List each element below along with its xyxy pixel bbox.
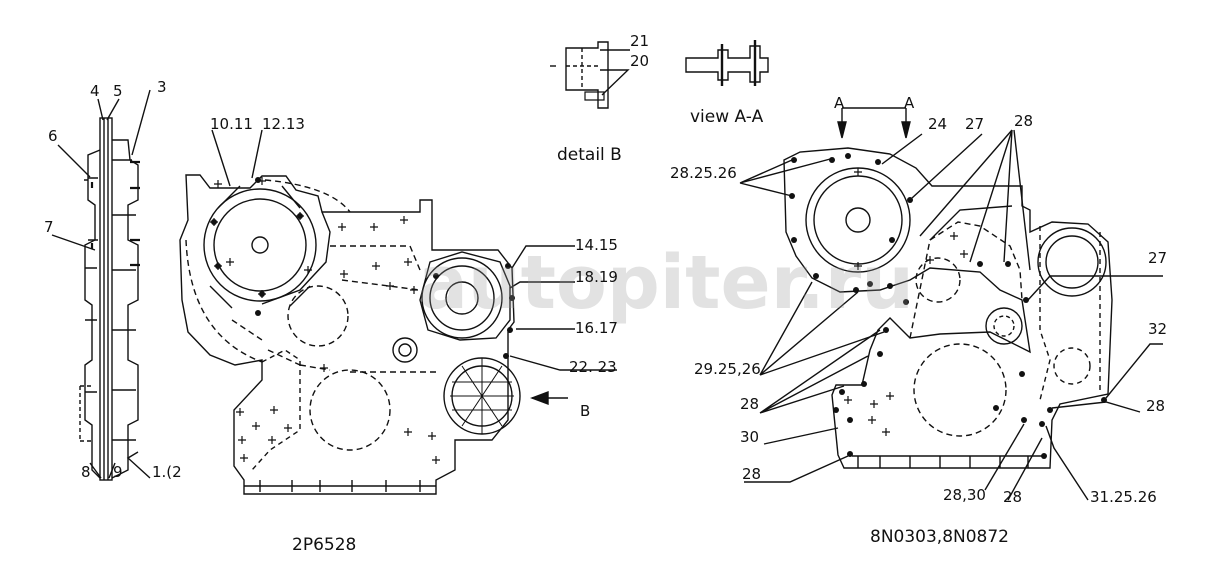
front-cover-drawing (179, 129, 617, 495)
rear-cover-drawing (739, 107, 1163, 501)
callout-7: 7 (44, 218, 54, 236)
callout-22-23: 22. 23 (569, 358, 617, 376)
callout-3: 3 (157, 78, 167, 96)
callout-9: 9 (113, 463, 123, 481)
detail-b-caption: detail B (557, 145, 622, 165)
callout-28-top: 28 (1014, 112, 1034, 130)
callout-14-15: 14.15 (575, 236, 618, 254)
part-number-2p6528: 2P6528 (292, 535, 357, 555)
callout-28-30: 28,30 (943, 486, 986, 504)
callout-4: 4 (90, 82, 100, 100)
callout-5: 5 (113, 82, 123, 100)
side-view-drawing (51, 89, 151, 481)
view-aa-drawing (685, 40, 769, 86)
callout-21: 21 (630, 32, 650, 50)
detail-b-drawing (550, 41, 630, 109)
callout-16-17: 16.17 (575, 319, 618, 337)
callout-30: 30 (740, 428, 760, 446)
callout-18-19: 18.19 (575, 268, 618, 286)
callout-20: 20 (630, 52, 650, 70)
callout-12-13: 12.13 (262, 115, 305, 133)
callout-28-25-26: 28.25.26 (670, 164, 737, 182)
callout-28-mid-left: 28 (740, 395, 760, 413)
callout-24: 24 (928, 115, 948, 133)
callout-1-2: 1.(2 (152, 463, 182, 481)
callout-6: 6 (48, 127, 58, 145)
callout-27-right: 27 (1148, 249, 1168, 267)
callout-10-11: 10.11 (210, 115, 253, 133)
section-mark-a-right: A (904, 94, 915, 112)
callout-8: 8 (81, 463, 91, 481)
view-arrow-b: B (580, 402, 591, 420)
callout-28-bottom: 28 (1003, 488, 1023, 506)
part-number-8n0303-8n0872: 8N0303,8N0872 (870, 527, 1009, 547)
view-aa-caption: view A-A (690, 107, 764, 127)
callout-29-25-26: 29.25,26 (694, 360, 761, 378)
callout-28-bottom-left: 28 (742, 465, 762, 483)
watermark: autopiter.ru (418, 240, 914, 326)
callout-32: 32 (1148, 320, 1168, 338)
callout-27-top: 27 (965, 115, 985, 133)
callout-28-right: 28 (1146, 397, 1166, 415)
section-mark-a-left: A (834, 94, 845, 112)
callout-31-25-26: 31.25.26 (1090, 488, 1157, 506)
